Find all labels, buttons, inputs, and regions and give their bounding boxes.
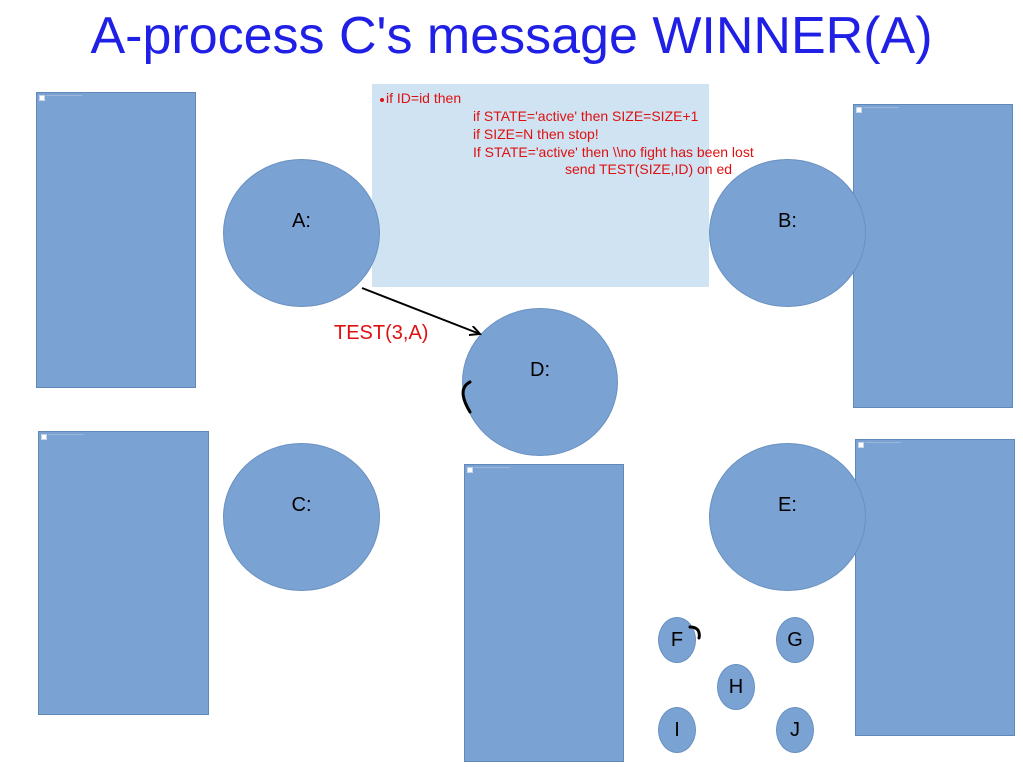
node-d-label: D:	[530, 359, 550, 381]
node-j[interactable]: J	[776, 707, 814, 753]
page-title: A-process C's message WINNER(A)	[90, 7, 933, 65]
node-g[interactable]: G	[776, 617, 814, 663]
code-bullet	[380, 98, 384, 102]
node-h-label: H	[728, 675, 744, 698]
node-i-label: I	[674, 718, 680, 741]
edge-label-test: TEST(3,A)	[334, 322, 429, 344]
code-line-2: if STATE='active' then SIZE=SIZE+1	[473, 108, 699, 124]
node-a-label: A:	[292, 210, 311, 232]
node-f[interactable]: F	[658, 617, 696, 663]
code-line-1: if ID=id then	[386, 90, 462, 106]
code-line-4: If STATE='active' then \\no fight has be…	[473, 144, 754, 160]
node-e[interactable]: E:	[709, 443, 866, 591]
node-h[interactable]: H	[717, 664, 755, 710]
panel-marker	[41, 434, 47, 440]
panel-marker	[39, 95, 45, 101]
panel-left-bottom	[38, 431, 209, 715]
code-line-5: send TEST(SIZE,ID) on ed	[565, 161, 733, 177]
node-b-label: B:	[778, 210, 797, 232]
node-c-label: C:	[291, 494, 312, 516]
cursor-mark-d	[461, 380, 472, 414]
node-e-label: E:	[778, 494, 797, 516]
node-c[interactable]: C:	[223, 443, 380, 591]
panel-marker	[858, 442, 864, 448]
code-line-3: if SIZE=N then stop!	[473, 126, 599, 142]
panel-left-top	[36, 92, 196, 388]
node-a[interactable]: A:	[223, 159, 380, 307]
node-f-label: F	[670, 628, 684, 651]
panel-center-bottom	[464, 464, 624, 762]
panel-right-top	[853, 104, 1013, 408]
edge-arrow-a-to-d	[361, 287, 480, 334]
cursor-mark-f	[688, 625, 701, 640]
node-j-label: J	[790, 718, 800, 741]
panel-right-bottom	[855, 439, 1015, 736]
panel-marker	[467, 467, 473, 473]
node-i[interactable]: I	[658, 707, 696, 753]
panel-marker	[856, 107, 862, 113]
code-box: if ID=id then if STATE='active' then SIZ…	[372, 84, 754, 287]
node-b[interactable]: B:	[709, 159, 866, 307]
node-d[interactable]: D:	[462, 308, 618, 456]
node-g-label: G	[787, 628, 803, 651]
